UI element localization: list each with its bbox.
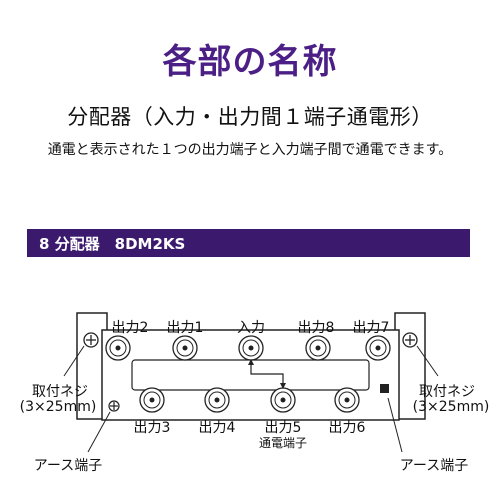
power-pass-port-label: 通電端子 xyxy=(258,436,308,450)
port-label-out4: 出力4 xyxy=(198,420,236,436)
left-earth-terminal-icon xyxy=(108,400,120,412)
product-type-subtitle: 分配器（入力・出力間１端子通電形） xyxy=(67,105,433,129)
port-out7 xyxy=(365,335,391,361)
port-label-out1: 出力1 xyxy=(166,320,204,336)
page-title: 各部の名称 xyxy=(162,42,338,82)
port-label-out8: 出力8 xyxy=(297,320,335,336)
port-label-input: 入力 xyxy=(237,320,265,336)
left-earth-label: アース端子 xyxy=(33,458,103,474)
model-bar: 8 分配器 8DM2KS xyxy=(27,229,470,257)
port-out6 xyxy=(334,387,360,413)
right-earth-leader xyxy=(387,397,403,453)
port-out4 xyxy=(204,387,230,413)
port-out2 xyxy=(105,335,131,361)
left-screw-size-label: (3×25mm) xyxy=(19,399,97,415)
left-screw-leader xyxy=(63,345,85,377)
port-label-out5: 出力5 xyxy=(264,420,302,436)
right-mount-screw-icon xyxy=(402,332,418,348)
left-earth-leader xyxy=(87,411,111,453)
power-pass-arrow xyxy=(248,359,286,389)
right-earth-label: アース端子 xyxy=(399,458,469,474)
port-label-out2: 出力2 xyxy=(111,320,149,336)
port-label-out7: 出力7 xyxy=(352,320,390,336)
power-pass-description: 通電と表示された１つの出力端子と入力端子間で通電できます。 xyxy=(47,142,453,158)
left-screw-label: 取付ネジ xyxy=(32,384,88,400)
port-out5 xyxy=(270,387,296,413)
right-screw-leader xyxy=(416,345,439,377)
port-out8 xyxy=(305,335,331,361)
port-out1 xyxy=(172,335,198,361)
left-mount-screw-icon xyxy=(83,332,99,348)
right-screw-label: 取付ネジ xyxy=(419,384,475,400)
port-out3 xyxy=(139,387,165,413)
port-label-out3: 出力3 xyxy=(133,420,171,436)
model-label: 8 分配器 8DM2KS xyxy=(39,235,186,253)
right-screw-size-label: (3×25mm) xyxy=(412,399,490,415)
right-earth-terminal-icon xyxy=(380,384,389,393)
port-input xyxy=(238,335,264,361)
port-label-out6: 出力6 xyxy=(328,420,366,436)
